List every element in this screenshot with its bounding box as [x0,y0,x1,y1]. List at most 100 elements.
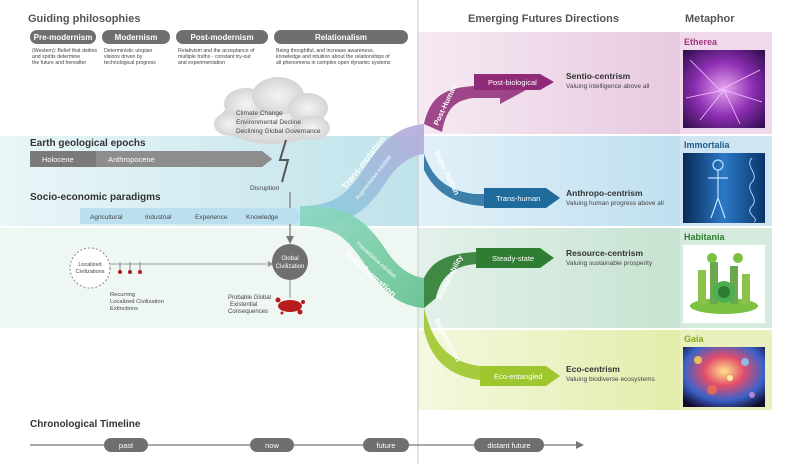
blood-drop-icon [118,270,122,274]
paradigm-knowledge: Knowledge [246,214,279,221]
pill-relationalism-label: Relationalism [315,33,367,42]
band-super-human [418,136,680,226]
trans-human-label: Trans-human [496,194,540,203]
anthropo-centrism-title: Anthropo-centrism [566,188,643,198]
eco-entangled-arrow [480,366,560,386]
recurring-line-3: Extinctions [110,306,138,312]
etherea-image [683,50,765,128]
emerging-title: Emerging Futures Directions [468,13,619,25]
metaphor-title: Metaphor [685,13,735,25]
recurring-ticks [119,262,141,270]
desc-pre-1: (Western): Belief that deities [32,48,97,54]
pill-modernism-label: Modernism [115,33,158,42]
timeline-mark-past [104,438,148,452]
eco-entangled-label: Eco-entangled [494,372,542,381]
dna-helix-icon [749,157,756,223]
pill-relationalism [274,30,408,44]
global-civilization-circle [272,244,308,280]
storm-cloud [214,77,330,144]
timeline-past-label: past [119,441,134,450]
metaphor-gaia-label: Gaia [684,334,705,344]
transformation-arrow [300,206,424,308]
timeline-arrowhead [576,441,584,449]
super-human-branch [424,154,484,206]
probable-line-1: Probable Global [228,295,271,301]
desc-rel-2: knowledge and intuition about the relati… [276,54,390,60]
blood-drop-icon [128,270,132,274]
desc-pre-2: and spirits determine [32,54,80,60]
timeline-mark-future [363,438,409,452]
neural-filaments-icon [685,59,763,125]
guiding-title: Guiding philosophies [28,13,140,25]
desc-rel-3: all phenomena in complex open dynamic sy… [276,60,391,66]
probable-line-2: Existential [230,302,257,308]
cloud-line-1: Climate Change [236,110,283,117]
desc-mod-2: visions driven by [104,54,143,60]
post-biological-arrow [474,74,554,90]
desc-post-2: multiple truths - constant try-out [178,54,251,60]
eco-centrism-title: Eco-centrism [566,364,620,374]
desc-post-1: Relativism and the acceptance of [178,48,255,54]
paradigms-title: Socio-economic paradigms [30,192,161,203]
pill-pre-modernism [30,30,96,44]
epochs-title: Earth geological epochs [30,138,146,149]
timeline-mark-now [250,438,294,452]
localized-civilizations-circle [69,247,111,289]
timeline-title: Chronological Timeline [30,419,141,430]
blood-drop-icon [138,270,142,274]
metaphor-habitania-label: Habitania [684,232,726,242]
green-city-globe-icon [690,253,758,314]
trans-mutation-arrow [300,124,424,226]
recurring-line-2: Localized Civilization [110,299,164,305]
trans-human-arrow [484,188,560,208]
steady-state-label: Steady-state [492,254,534,263]
paradigm-agricultural: Agricultural [90,214,123,221]
post-biological-label: Post-biological [488,78,537,87]
pill-post-modernism [176,30,268,44]
disruption-label: Disruption [250,185,280,192]
timeline-future-label: future [376,441,395,450]
paradigm-industrial: Industrial [145,214,172,221]
immortalia-image [683,153,765,223]
pill-post-modernism-label: Post-modernism [190,33,253,42]
band-sustainability [418,228,680,328]
desc-pre-3: the future and hereafter [32,60,86,66]
gaia-image [683,347,765,407]
sentio-centrism-title: Sentio-centrism [566,71,631,81]
lightning-icon [278,139,290,183]
anthropo-centrism-desc: Valuing human progress above all [566,200,664,207]
desc-mod-3: technological progress [104,60,156,66]
resource-centrism-title: Resource-centrism [566,248,643,258]
epoch-anthropocene: Anthropocene [108,155,155,164]
localized-line-2: Civilizations [75,269,104,275]
localized-line-1: Localized [78,262,101,268]
probable-line-3: Consequences [228,309,268,315]
global-line-1: Global [281,256,298,262]
epoch-holocene: Holocene [42,155,74,164]
steady-state-arrow [476,248,554,268]
timeline-mark-distant-future [474,438,544,452]
cosmic-bokeh-icon [694,356,755,398]
resource-centrism-desc: Valuing sustainable prosperity [566,260,653,267]
cloud-line-2: Environmental Decline [236,119,301,126]
timeline-distant-future-label: distant future [487,441,530,450]
paradigms-arrow [80,208,304,224]
regeneration-branch [424,308,480,380]
recurring-line-1: Recurring [110,292,135,298]
anthropocene-segment [96,151,272,167]
metaphor-etherea-label: Etherea [684,37,718,47]
band-left-lower [0,228,418,328]
global-line-2: Civilization [276,264,305,270]
pill-modernism [102,30,170,44]
sentio-centrism-desc: Valuing intelligence above all [566,83,650,90]
pill-pre-modernism-label: Pre-modernism [34,33,93,42]
blood-splat-icon [275,297,305,315]
eco-centrism-desc: Valuing biodiverse ecosystems [566,376,656,383]
paradigm-experience: Experience [195,214,228,221]
cloud-line-3: Declining Global Governance [236,128,321,135]
civ-arrowhead [268,261,274,267]
desc-mod-1: Deterministic utopian [104,48,153,54]
sustainability-branch [424,252,476,308]
